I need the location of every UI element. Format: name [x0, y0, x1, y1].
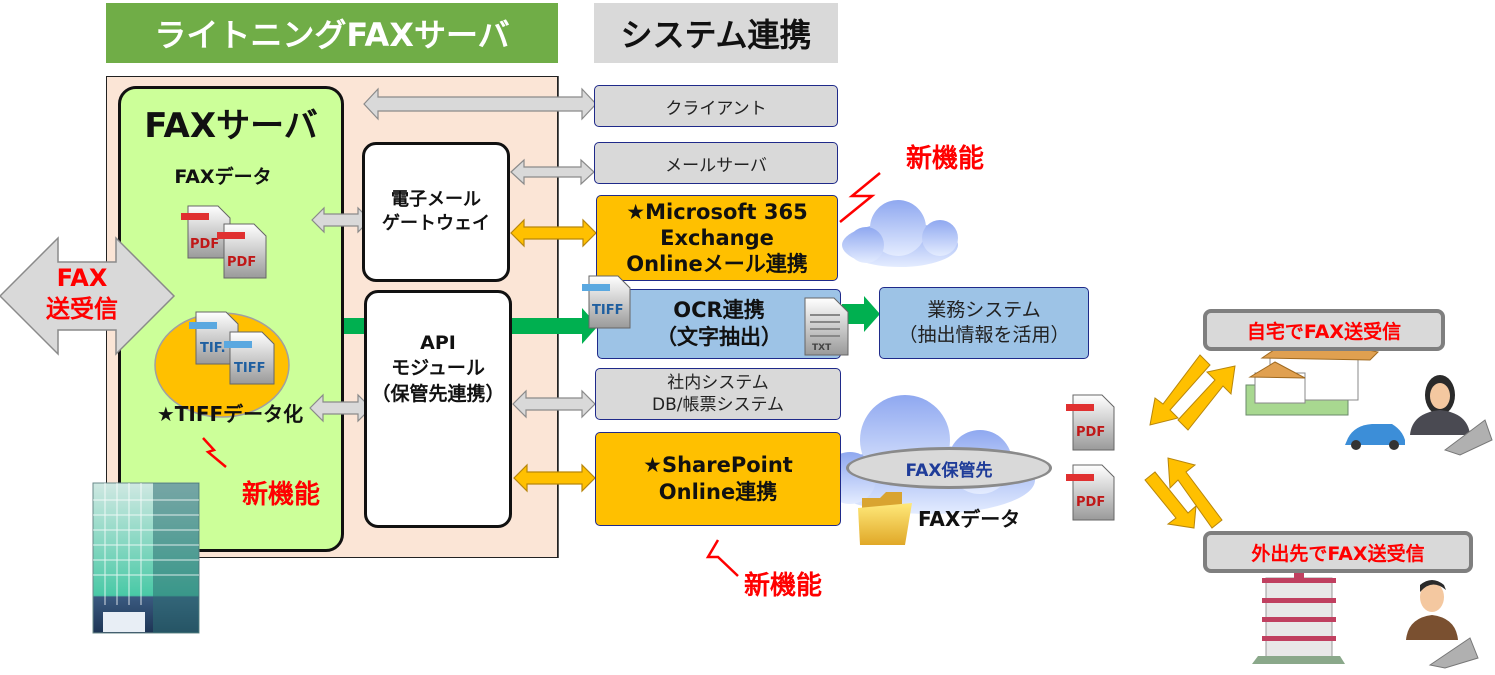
business-green-arrow: [842, 296, 880, 332]
sharepoint-box: ★SharePoint Online連携: [595, 432, 841, 526]
lightning-icon-sharepoint: [705, 539, 739, 577]
mail-server-box: メールサーバ: [594, 142, 838, 184]
ms365-arrow: [510, 218, 597, 248]
system-integration-header: システム連携: [594, 3, 838, 63]
fax-data-label: FAXデータ: [174, 166, 272, 188]
sharepoint-line1: ★SharePoint: [643, 452, 793, 477]
internal-system-arrow: [512, 389, 596, 419]
lightning-icon-tiff: [202, 437, 227, 468]
home-fax-label: 自宅でFAX送受信: [1203, 309, 1445, 351]
tiff-icon: TIF.: [189, 311, 239, 365]
tiff-icon: TIFF: [224, 331, 275, 385]
woman-user-icon: [1410, 375, 1493, 456]
outside-fax-label: 外出先でFAX送受信: [1203, 531, 1473, 573]
tiff-conversion-label: ★TIFFデータ化: [156, 402, 304, 426]
business-line1: 業務システム: [927, 299, 1041, 322]
new-feature-label-tiff: 新機能: [242, 480, 321, 510]
svg-text:PDF: PDF: [190, 237, 219, 252]
svg-text:PDF: PDF: [1076, 425, 1105, 440]
pdf-icon: PDF: [181, 205, 231, 259]
api-module-line2: モジュール: [391, 357, 485, 380]
sharepoint-line2: Online連携: [658, 480, 778, 504]
new-feature-label-sharepoint: 新機能: [744, 571, 823, 601]
fax-send-receive-arrow: [0, 236, 176, 356]
api-module-line3: （保管先連携）: [371, 382, 505, 405]
fax-send-receive-label: FAX 送受信: [22, 263, 142, 325]
remote-arrow-down-left: [1149, 354, 1211, 426]
email-gateway-box: 電子メール ゲートウェイ: [362, 142, 510, 282]
business-line2: （抽出情報を活用）: [898, 324, 1070, 346]
fax-send-receive-line1: FAX: [56, 264, 108, 292]
ms365-exchange-box: ★Microsoft 365 Exchange Onlineメール連携: [596, 195, 838, 281]
svg-text:PDF: PDF: [1076, 495, 1105, 510]
cloud-fax-data-label: FAXデータ: [918, 507, 1021, 531]
svg-text:PDF: PDF: [227, 255, 256, 270]
folder-icon: [858, 492, 912, 545]
business-system-box: 業務システム （抽出情報を活用）: [879, 287, 1089, 359]
ms365-line3: Onlineメール連携: [626, 252, 808, 277]
apartment-building-icon: [1252, 570, 1345, 664]
email-gateway-line2: ゲートウェイ: [382, 213, 490, 234]
api-module-box: API モジュール （保管先連携）: [364, 290, 512, 528]
pdf-icon: PDF: [1066, 394, 1115, 451]
svg-text:TIFF: TIFF: [234, 361, 265, 376]
cloud-icon-ms365: [842, 200, 958, 267]
man-user-icon: [1406, 580, 1479, 669]
mail-server-arrow: [510, 158, 595, 186]
remote-arrow-up-right: [1177, 365, 1236, 431]
internal-system-box: 社内システム DB/帳票システム: [595, 368, 841, 420]
svg-text:TIF.: TIF.: [200, 341, 226, 356]
sharepoint-arrow: [513, 463, 596, 493]
office-building-icon: [92, 482, 200, 634]
fax-server-title: FAXサーバ: [144, 106, 318, 146]
api-module-line1: API: [420, 331, 456, 354]
pdf-icon: PDF: [1066, 464, 1115, 521]
client-box: クライアント: [594, 85, 838, 127]
client-arrow: [363, 87, 597, 121]
pdf-icon: PDF: [217, 223, 267, 279]
lightning-fax-server-header: ライトニングFAXサーバ: [106, 3, 558, 63]
ocr-line2: （文字抽出）: [656, 325, 782, 349]
new-feature-label-ms365: 新機能: [906, 144, 985, 174]
remote-arrow-up-left: [1167, 457, 1223, 529]
ocr-line1: OCR連携: [673, 297, 765, 322]
fax-send-receive-line2: 送受信: [46, 295, 118, 324]
house-icon: [1245, 334, 1405, 450]
fax-storage-oval: FAX保管先: [846, 447, 1052, 489]
internal-line1: 社内システム: [667, 372, 769, 393]
ocr-box: OCR連携 （文字抽出）: [597, 289, 841, 359]
remote-arrow-down-right: [1144, 471, 1197, 529]
internal-line2: DB/帳票システム: [652, 395, 784, 415]
ms365-line2: Exchange: [660, 225, 774, 250]
lightning-icon-ms365: [839, 172, 881, 223]
email-gateway-line1: 電子メール: [391, 188, 481, 210]
ms365-line1: ★Microsoft 365: [626, 199, 808, 224]
